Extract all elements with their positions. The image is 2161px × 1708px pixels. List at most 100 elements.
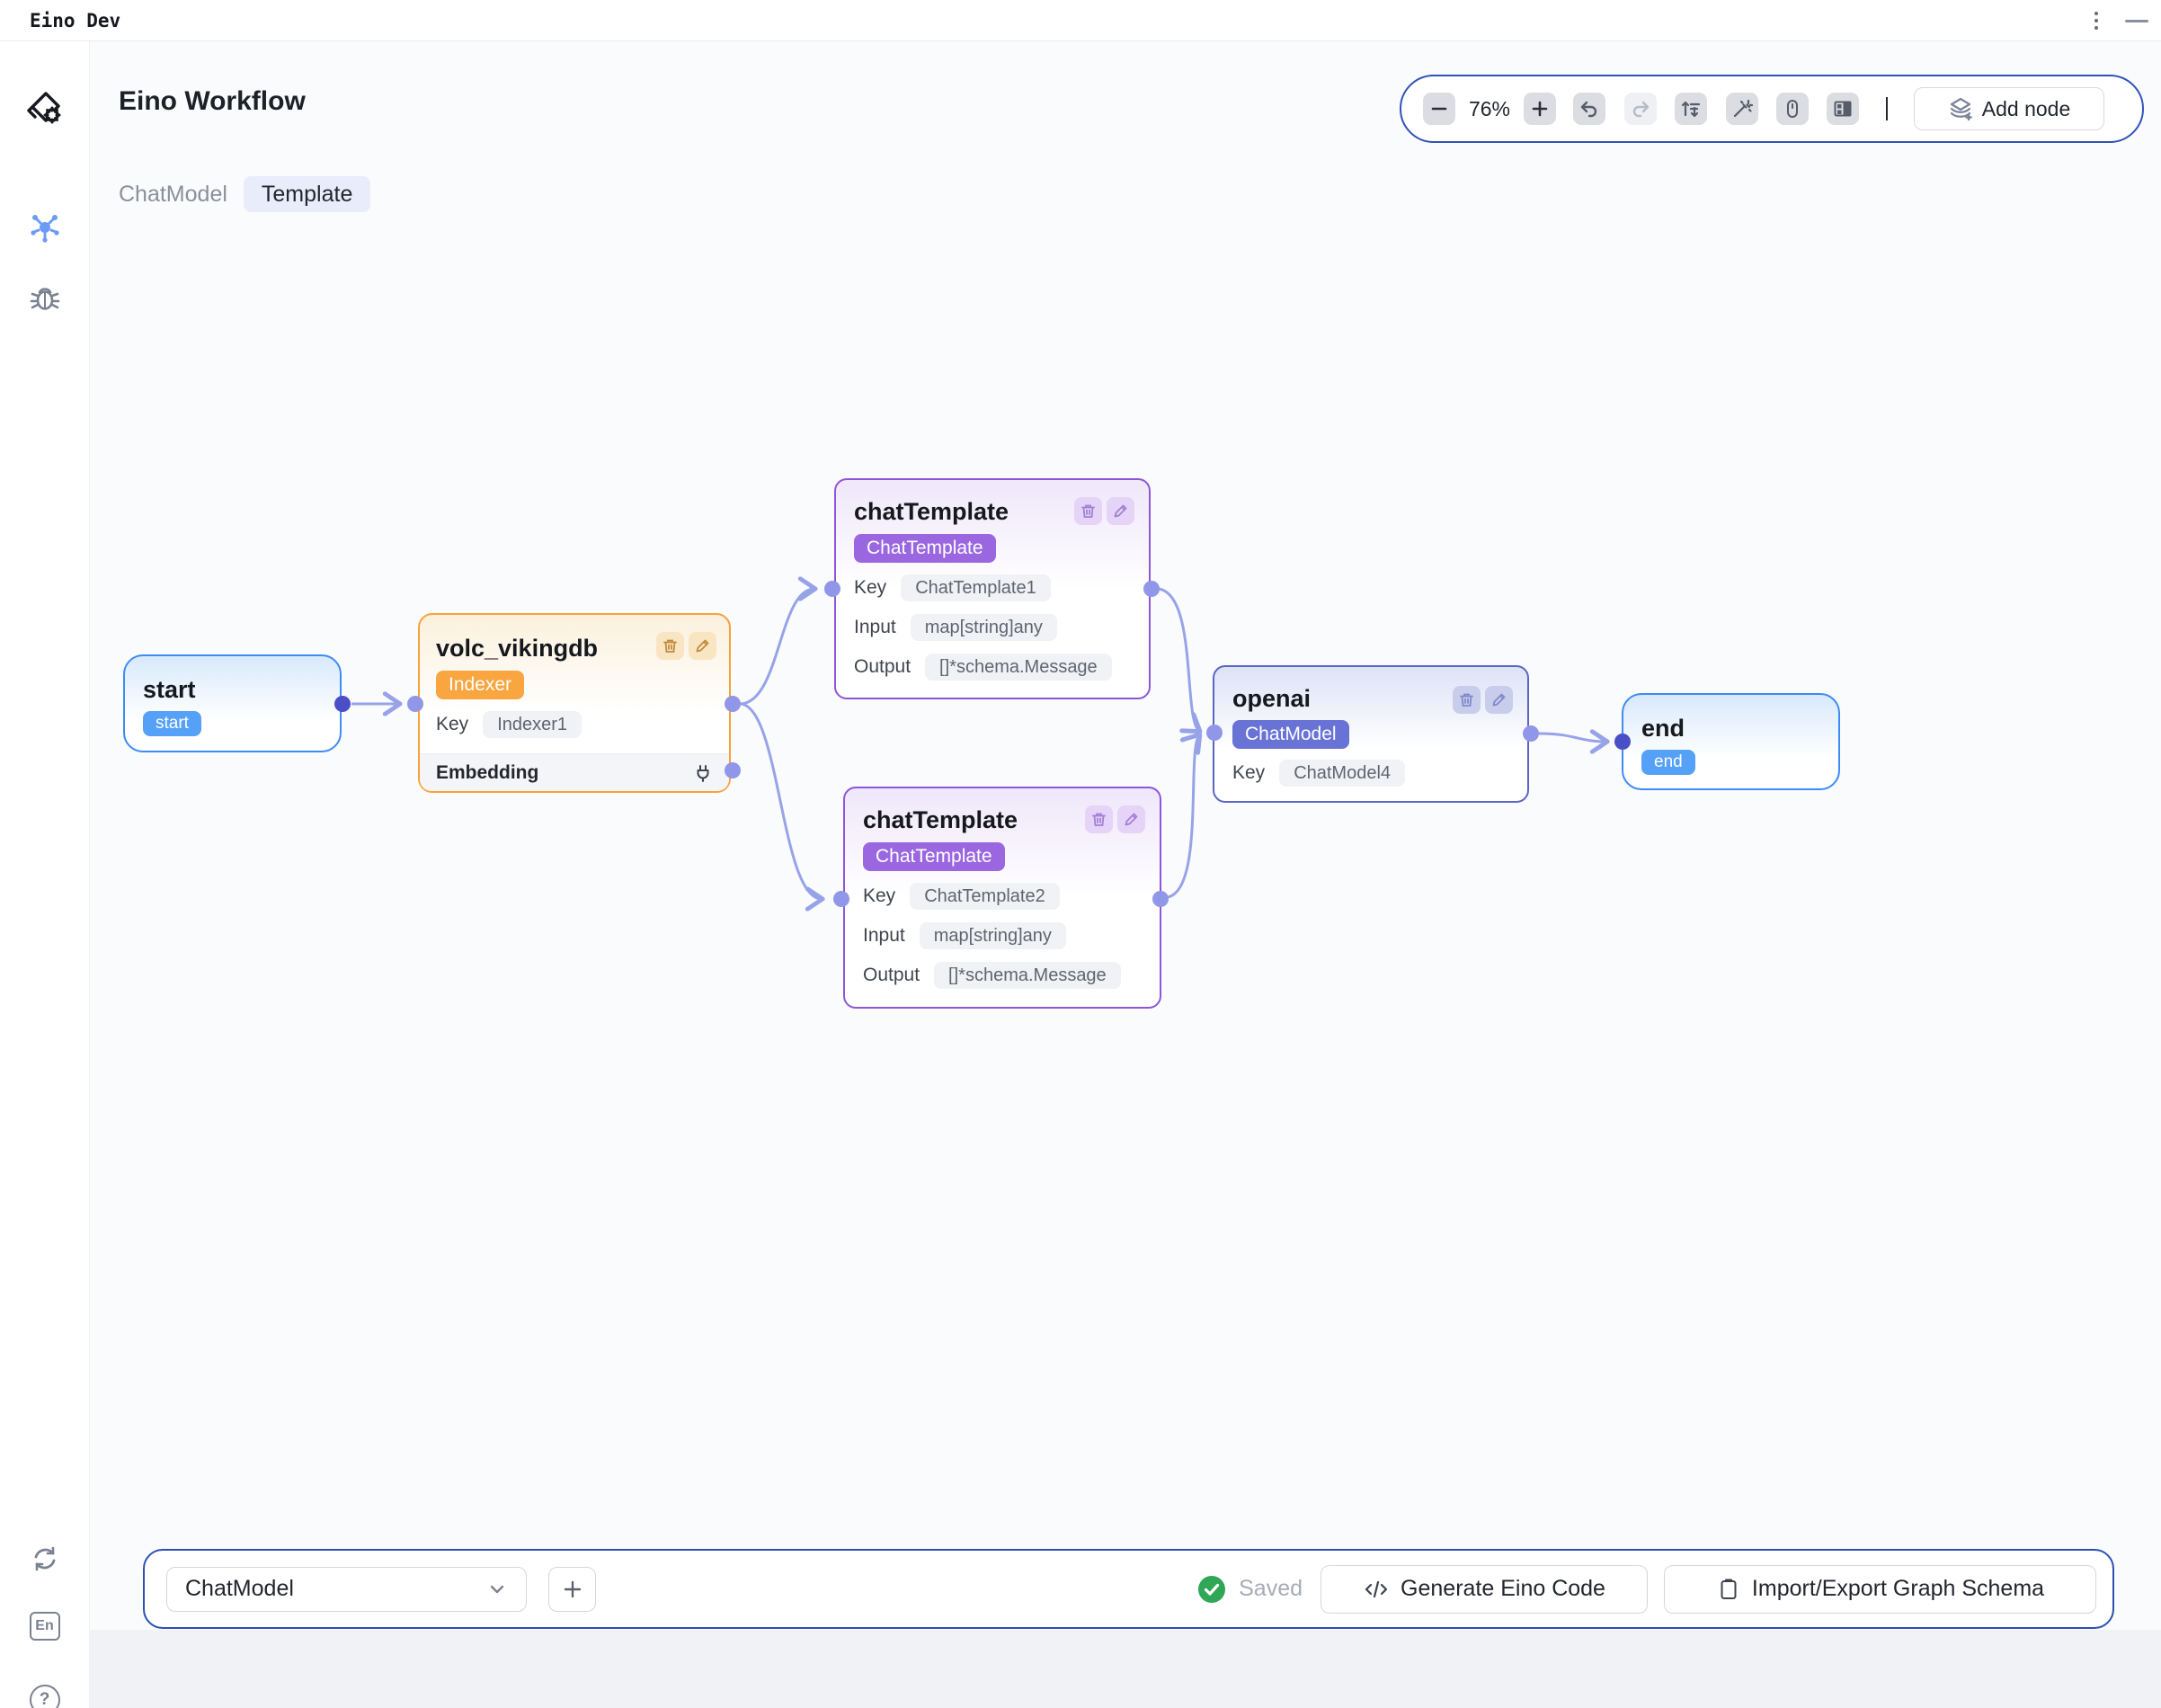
app-logo-icon [22, 83, 67, 128]
edge-openai-end[interactable] [1538, 734, 1606, 742]
edit-node-button[interactable] [1117, 805, 1145, 833]
field-label: Output [863, 965, 920, 985]
pencil-icon [1114, 504, 1127, 518]
field-label: Key [1232, 762, 1266, 783]
add-node-button[interactable]: Add node [1914, 87, 2104, 130]
pencil-icon [696, 639, 709, 653]
window-titlebar: Eino Dev [0, 0, 2161, 41]
edge-volc-chattemplate2[interactable] [739, 702, 822, 899]
clipboard-icon [1721, 1579, 1737, 1599]
page-title: Eino Workflow [119, 86, 306, 116]
minimize-icon[interactable] [2125, 19, 2148, 22]
field-label: Input [863, 925, 905, 946]
pencil-icon [1125, 813, 1138, 826]
trash-icon [1081, 504, 1095, 518]
node-end[interactable]: end end [1622, 693, 1840, 790]
grid-panel-icon[interactable] [1827, 93, 1859, 125]
node-title: chatTemplate [854, 498, 1009, 525]
delete-node-button[interactable] [656, 632, 684, 660]
plug-icon [697, 764, 709, 782]
bottom-bar: ChatModel Saved Generate Eino Code [143, 1549, 2114, 1629]
node-type-badge: ChatTemplate [863, 842, 1005, 871]
node-type-badge: end [1641, 750, 1695, 775]
node-start[interactable]: start start [123, 654, 342, 752]
node-type-badge: start [143, 711, 201, 736]
toolbar-divider [1886, 97, 1888, 120]
save-status: Saved [1197, 1575, 1303, 1604]
node-chattemplate-1[interactable]: chatTemplate ChatTemplate Key ChatTempla… [834, 478, 1151, 699]
language-icon[interactable]: En [29, 1612, 60, 1641]
pencil-icon [1492, 693, 1506, 707]
add-graph-button[interactable] [548, 1566, 596, 1612]
canvas-footer-band [90, 1630, 2161, 1708]
delete-node-button[interactable] [1085, 805, 1113, 833]
node-type-badge: ChatModel [1232, 720, 1349, 749]
help-label: ? [29, 1685, 60, 1708]
node-title: volc_vikingdb [436, 635, 599, 662]
edge-chattemplate1-openai[interactable] [1158, 587, 1199, 731]
edge-volc-chattemplate1[interactable] [739, 589, 814, 706]
add-node-label: Add node [1981, 96, 2071, 120]
field-label: Input [854, 617, 896, 637]
plus-icon [564, 1580, 581, 1597]
graph-tabs: ChatModel Template [119, 176, 371, 212]
trash-icon [1092, 813, 1106, 826]
help-icon[interactable]: ? [29, 1685, 60, 1708]
workflow-canvas[interactable]: Eino Workflow ChatModel Template 76% [90, 41, 2161, 1708]
window-title: Eino Dev [30, 9, 121, 31]
embedding-section[interactable]: Embedding [420, 753, 729, 791]
delete-node-button[interactable] [1453, 686, 1481, 714]
import-export-button[interactable]: Import/Export Graph Schema [1664, 1564, 2096, 1614]
field-value: []*schema.Message [934, 962, 1121, 989]
language-label: En [29, 1612, 60, 1641]
debug-icon[interactable] [28, 280, 62, 315]
node-title: openai [1232, 685, 1312, 712]
field-value: map[string]any [910, 614, 1057, 641]
node-volc-vikingdb[interactable]: volc_vikingdb Indexer Key Indexer1 Embed… [418, 613, 731, 793]
trash-icon [1460, 693, 1473, 707]
tab-template[interactable]: Template [243, 176, 371, 212]
magic-wand-icon[interactable] [1726, 93, 1758, 125]
field-value: []*schema.Message [925, 654, 1112, 681]
mouse-icon[interactable] [1776, 93, 1809, 125]
node-title: end [1641, 715, 1685, 742]
canvas-toolbar: 76% [1400, 75, 2144, 143]
field-value: ChatModel4 [1279, 760, 1406, 787]
save-status-label: Saved [1239, 1576, 1303, 1601]
embedding-label: Embedding [436, 761, 539, 783]
trash-icon [663, 639, 677, 653]
field-value: ChatTemplate2 [910, 883, 1060, 910]
delete-node-button[interactable] [1074, 497, 1102, 525]
graph-selector-value: ChatModel [185, 1576, 294, 1601]
undo-button[interactable] [1573, 93, 1605, 125]
node-title: chatTemplate [863, 806, 1018, 833]
generate-code-button[interactable]: Generate Eino Code [1321, 1564, 1648, 1614]
node-chattemplate-2[interactable]: chatTemplate ChatTemplate Key ChatTempla… [843, 787, 1161, 1009]
edit-node-button[interactable] [1485, 686, 1513, 714]
edit-node-button[interactable] [689, 632, 716, 660]
check-circle-icon [1198, 1575, 1226, 1603]
node-type-badge: ChatTemplate [854, 534, 996, 563]
field-label: Key [854, 577, 887, 598]
edit-node-button[interactable] [1107, 497, 1134, 525]
auto-layout-icon[interactable] [1675, 93, 1707, 125]
field-label: Key [863, 885, 896, 906]
field-label: Key [436, 714, 469, 734]
graph-selector[interactable]: ChatModel [166, 1566, 527, 1612]
chevron-down-icon [490, 1585, 504, 1593]
tab-chatmodel[interactable]: ChatModel [119, 181, 227, 207]
workflow-icon[interactable] [28, 210, 62, 245]
node-title: start [143, 676, 196, 703]
zoom-level: 76% [1468, 96, 1511, 120]
kebab-menu-icon[interactable] [2091, 8, 2102, 33]
import-export-label: Import/Export Graph Schema [1751, 1576, 2045, 1601]
refresh-icon[interactable] [29, 1543, 61, 1575]
redo-button[interactable] [1624, 93, 1657, 125]
zoom-in-button[interactable] [1524, 93, 1556, 125]
edge-chattemplate2-openai[interactable] [1167, 735, 1199, 899]
field-value: Indexer1 [483, 711, 582, 738]
field-label: Output [854, 656, 912, 677]
layers-plus-icon [1950, 97, 1972, 121]
node-openai[interactable]: openai ChatModel Key ChatModel4 [1213, 665, 1529, 803]
zoom-out-button[interactable] [1423, 93, 1455, 125]
